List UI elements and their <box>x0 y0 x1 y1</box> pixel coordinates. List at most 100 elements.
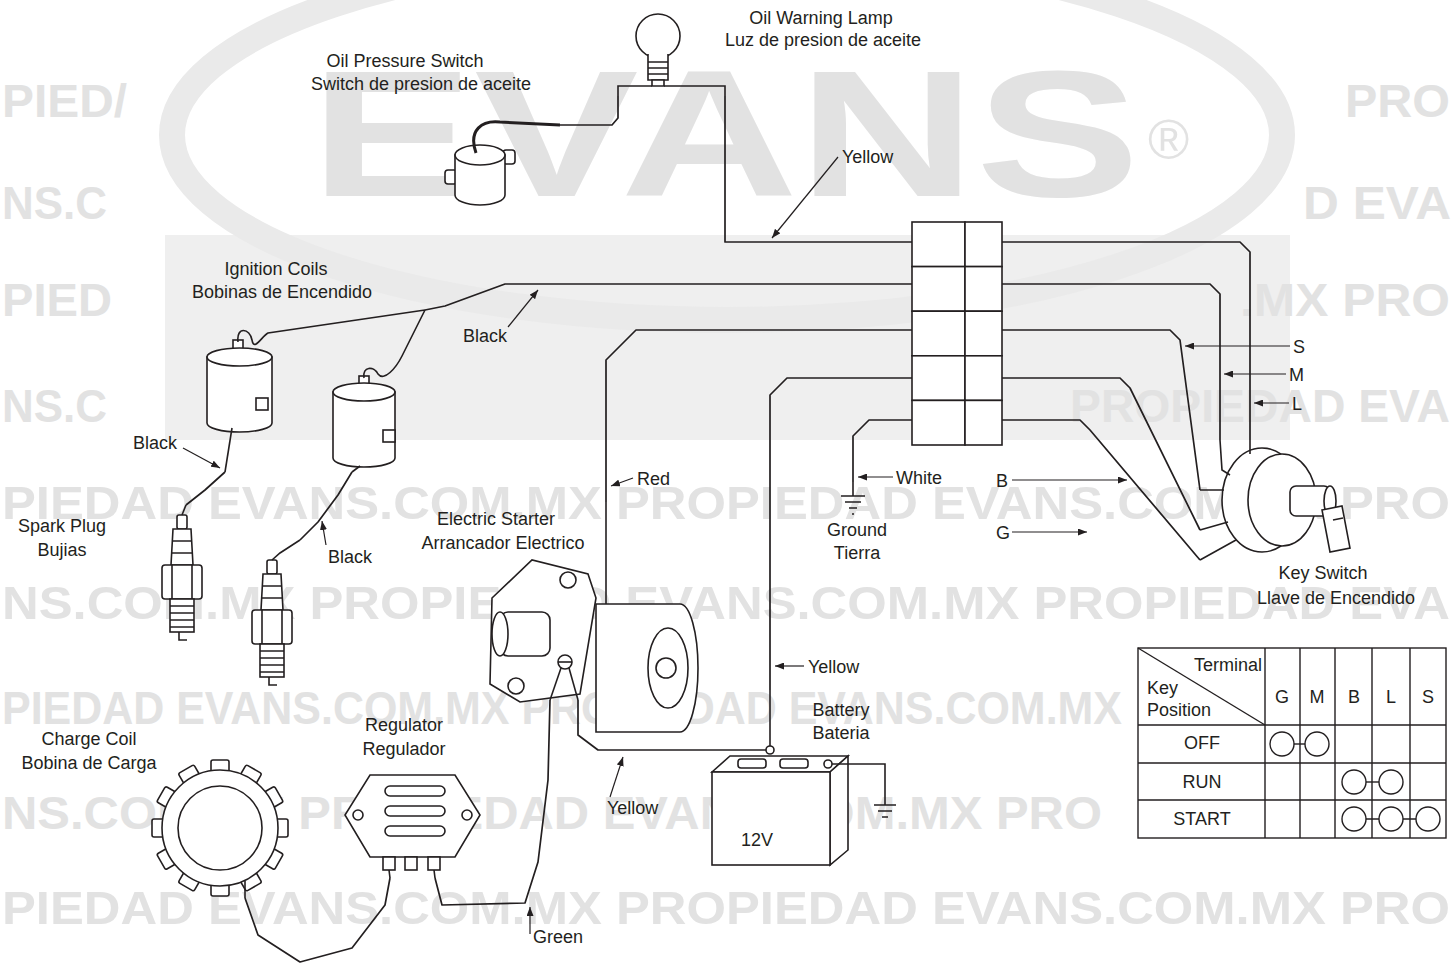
regulator <box>428 857 440 870</box>
terminal-block <box>912 267 965 312</box>
component-label: Ignition Coils <box>224 258 327 280</box>
terminal-pointer: M <box>1289 364 1304 386</box>
coils-node: Ignition CoilsBobinas de Encendido <box>172 254 425 472</box>
watermark: PIED/ <box>2 78 127 124</box>
leader-lines <box>322 521 326 545</box>
component-label: Bobinas de Encendido <box>192 281 372 303</box>
spark-plugs <box>182 505 186 515</box>
leader-lines <box>183 448 220 468</box>
component-label: Ground <box>827 519 887 541</box>
terminal-block <box>912 222 965 267</box>
wire <box>435 700 550 905</box>
ignition-coils <box>238 310 425 344</box>
key-position-table <box>1342 807 1366 831</box>
watermark: .MX PRO <box>1240 277 1450 323</box>
ignition-coils <box>333 383 395 401</box>
spark-plug <box>171 529 193 565</box>
wire <box>578 700 705 750</box>
oil-pressure-switch <box>455 145 505 165</box>
watermark: NS.C <box>2 180 107 226</box>
table-cell: B <box>1348 686 1360 708</box>
leader-lines <box>508 290 538 327</box>
key-switch <box>1322 506 1350 552</box>
electric-starter <box>569 668 578 700</box>
component-label: Bujias <box>37 539 86 561</box>
wire-color-label: Yellow <box>808 656 859 678</box>
plug-node: Spark PlugBujias <box>8 505 300 685</box>
leader-lines <box>772 157 838 238</box>
ignition-coils <box>256 398 268 410</box>
battery <box>830 756 848 865</box>
key-position-table <box>1366 818 1416 819</box>
leader-lines <box>775 665 804 666</box>
oil-warning-lamp <box>648 62 668 74</box>
electric-starter <box>490 560 596 702</box>
spark-plug <box>172 541 192 553</box>
lamp-node: Oil Warning LampLuz de presion de aceite <box>605 4 945 96</box>
ignition-coils <box>333 392 395 467</box>
logo-oval <box>172 0 1282 320</box>
oil-warning-lamp <box>652 80 664 86</box>
component-label: Electric Starter <box>437 508 555 530</box>
electric-starter <box>560 572 576 588</box>
ignition-coils <box>207 357 272 432</box>
electric-starter <box>492 612 508 656</box>
oil-warning-lamp <box>618 86 652 96</box>
watermark: NS.C <box>2 383 107 429</box>
regulator <box>345 775 480 857</box>
terminal-block <box>965 356 1002 401</box>
key-position-table <box>1379 807 1403 831</box>
table-header: Terminal <box>1194 654 1262 676</box>
component-label: Key Switch <box>1278 562 1367 584</box>
table-cell: START <box>1173 808 1230 830</box>
electric-starter <box>605 502 607 604</box>
terminal-pointer: S <box>1293 336 1305 358</box>
wire-color-label: Yellow <box>607 797 658 819</box>
watermark: NS.COM.MX PROPIEDAD EVANS.COM.MX PROPIED… <box>2 580 1450 626</box>
charge-coil <box>244 881 246 898</box>
ignition-coils <box>383 430 395 442</box>
component-label: Bateria <box>812 722 869 744</box>
watermark: D EVA <box>1303 180 1451 226</box>
leader-lines <box>1012 531 1087 532</box>
terminal-block <box>965 400 1002 445</box>
key-position-table <box>1379 770 1403 794</box>
spark-plug <box>162 515 202 640</box>
key-position-table <box>1342 770 1366 794</box>
terminal-block <box>965 267 1002 312</box>
battery <box>832 764 885 805</box>
wire <box>186 472 225 505</box>
ground-symbol <box>841 482 865 514</box>
ignition-coils <box>207 348 272 366</box>
terminal-pointer: L <box>1292 393 1302 415</box>
key-switch-node: Key SwitchLlave de Encendido <box>1200 440 1440 612</box>
terminal-pointer: B <box>996 470 1008 492</box>
component-label: Oil Pressure Switch <box>326 50 483 72</box>
leader-lines <box>610 757 623 797</box>
ignition-coils <box>207 310 425 472</box>
battery <box>824 760 832 768</box>
component-label: Llave de Encendido <box>1257 587 1415 609</box>
component-label: Battery <box>812 699 869 721</box>
battery <box>712 772 830 865</box>
wire <box>853 420 1200 560</box>
key-position-table <box>1265 648 1410 838</box>
wire-color-label: Black <box>328 546 372 568</box>
electric-starter <box>558 655 572 669</box>
electric-starter <box>596 604 698 732</box>
regulator-node: RegulatorRegulador <box>340 710 485 878</box>
oil-pressure-switch <box>474 122 560 153</box>
charge-coil <box>178 786 262 870</box>
watermark: PIED <box>2 277 112 323</box>
regulator <box>385 806 445 816</box>
spark-plug <box>170 606 194 627</box>
component-label: Regulador <box>362 738 445 760</box>
leader-lines <box>858 476 893 477</box>
terminal-block <box>965 311 1002 356</box>
oil-pressure-switch <box>445 122 560 205</box>
leader-lines <box>1012 479 1127 480</box>
battery <box>738 759 766 768</box>
component-label: Regulator <box>365 714 443 736</box>
